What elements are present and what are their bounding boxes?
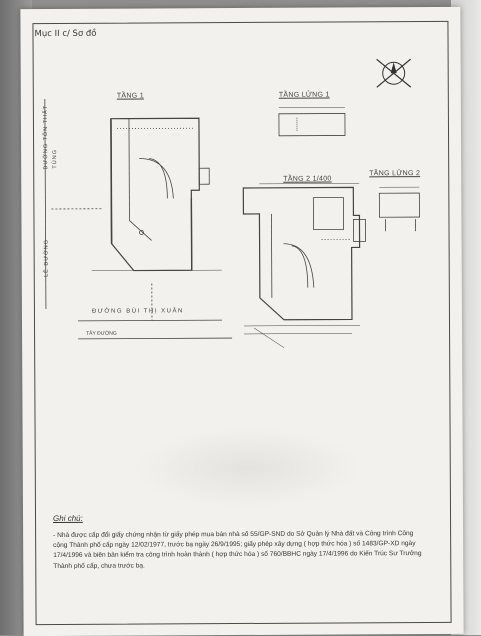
paper-smudge — [133, 427, 363, 508]
document-page: Mục II c/ Sơ đồ TẦNG 1 TẦNG LỬNG 1 TẦNG … — [20, 7, 463, 636]
notes-body: - Nhà được cấp đổi giấy chứng nhận từ gi… — [53, 529, 423, 572]
notes-title: Ghi chú: — [53, 514, 83, 523]
